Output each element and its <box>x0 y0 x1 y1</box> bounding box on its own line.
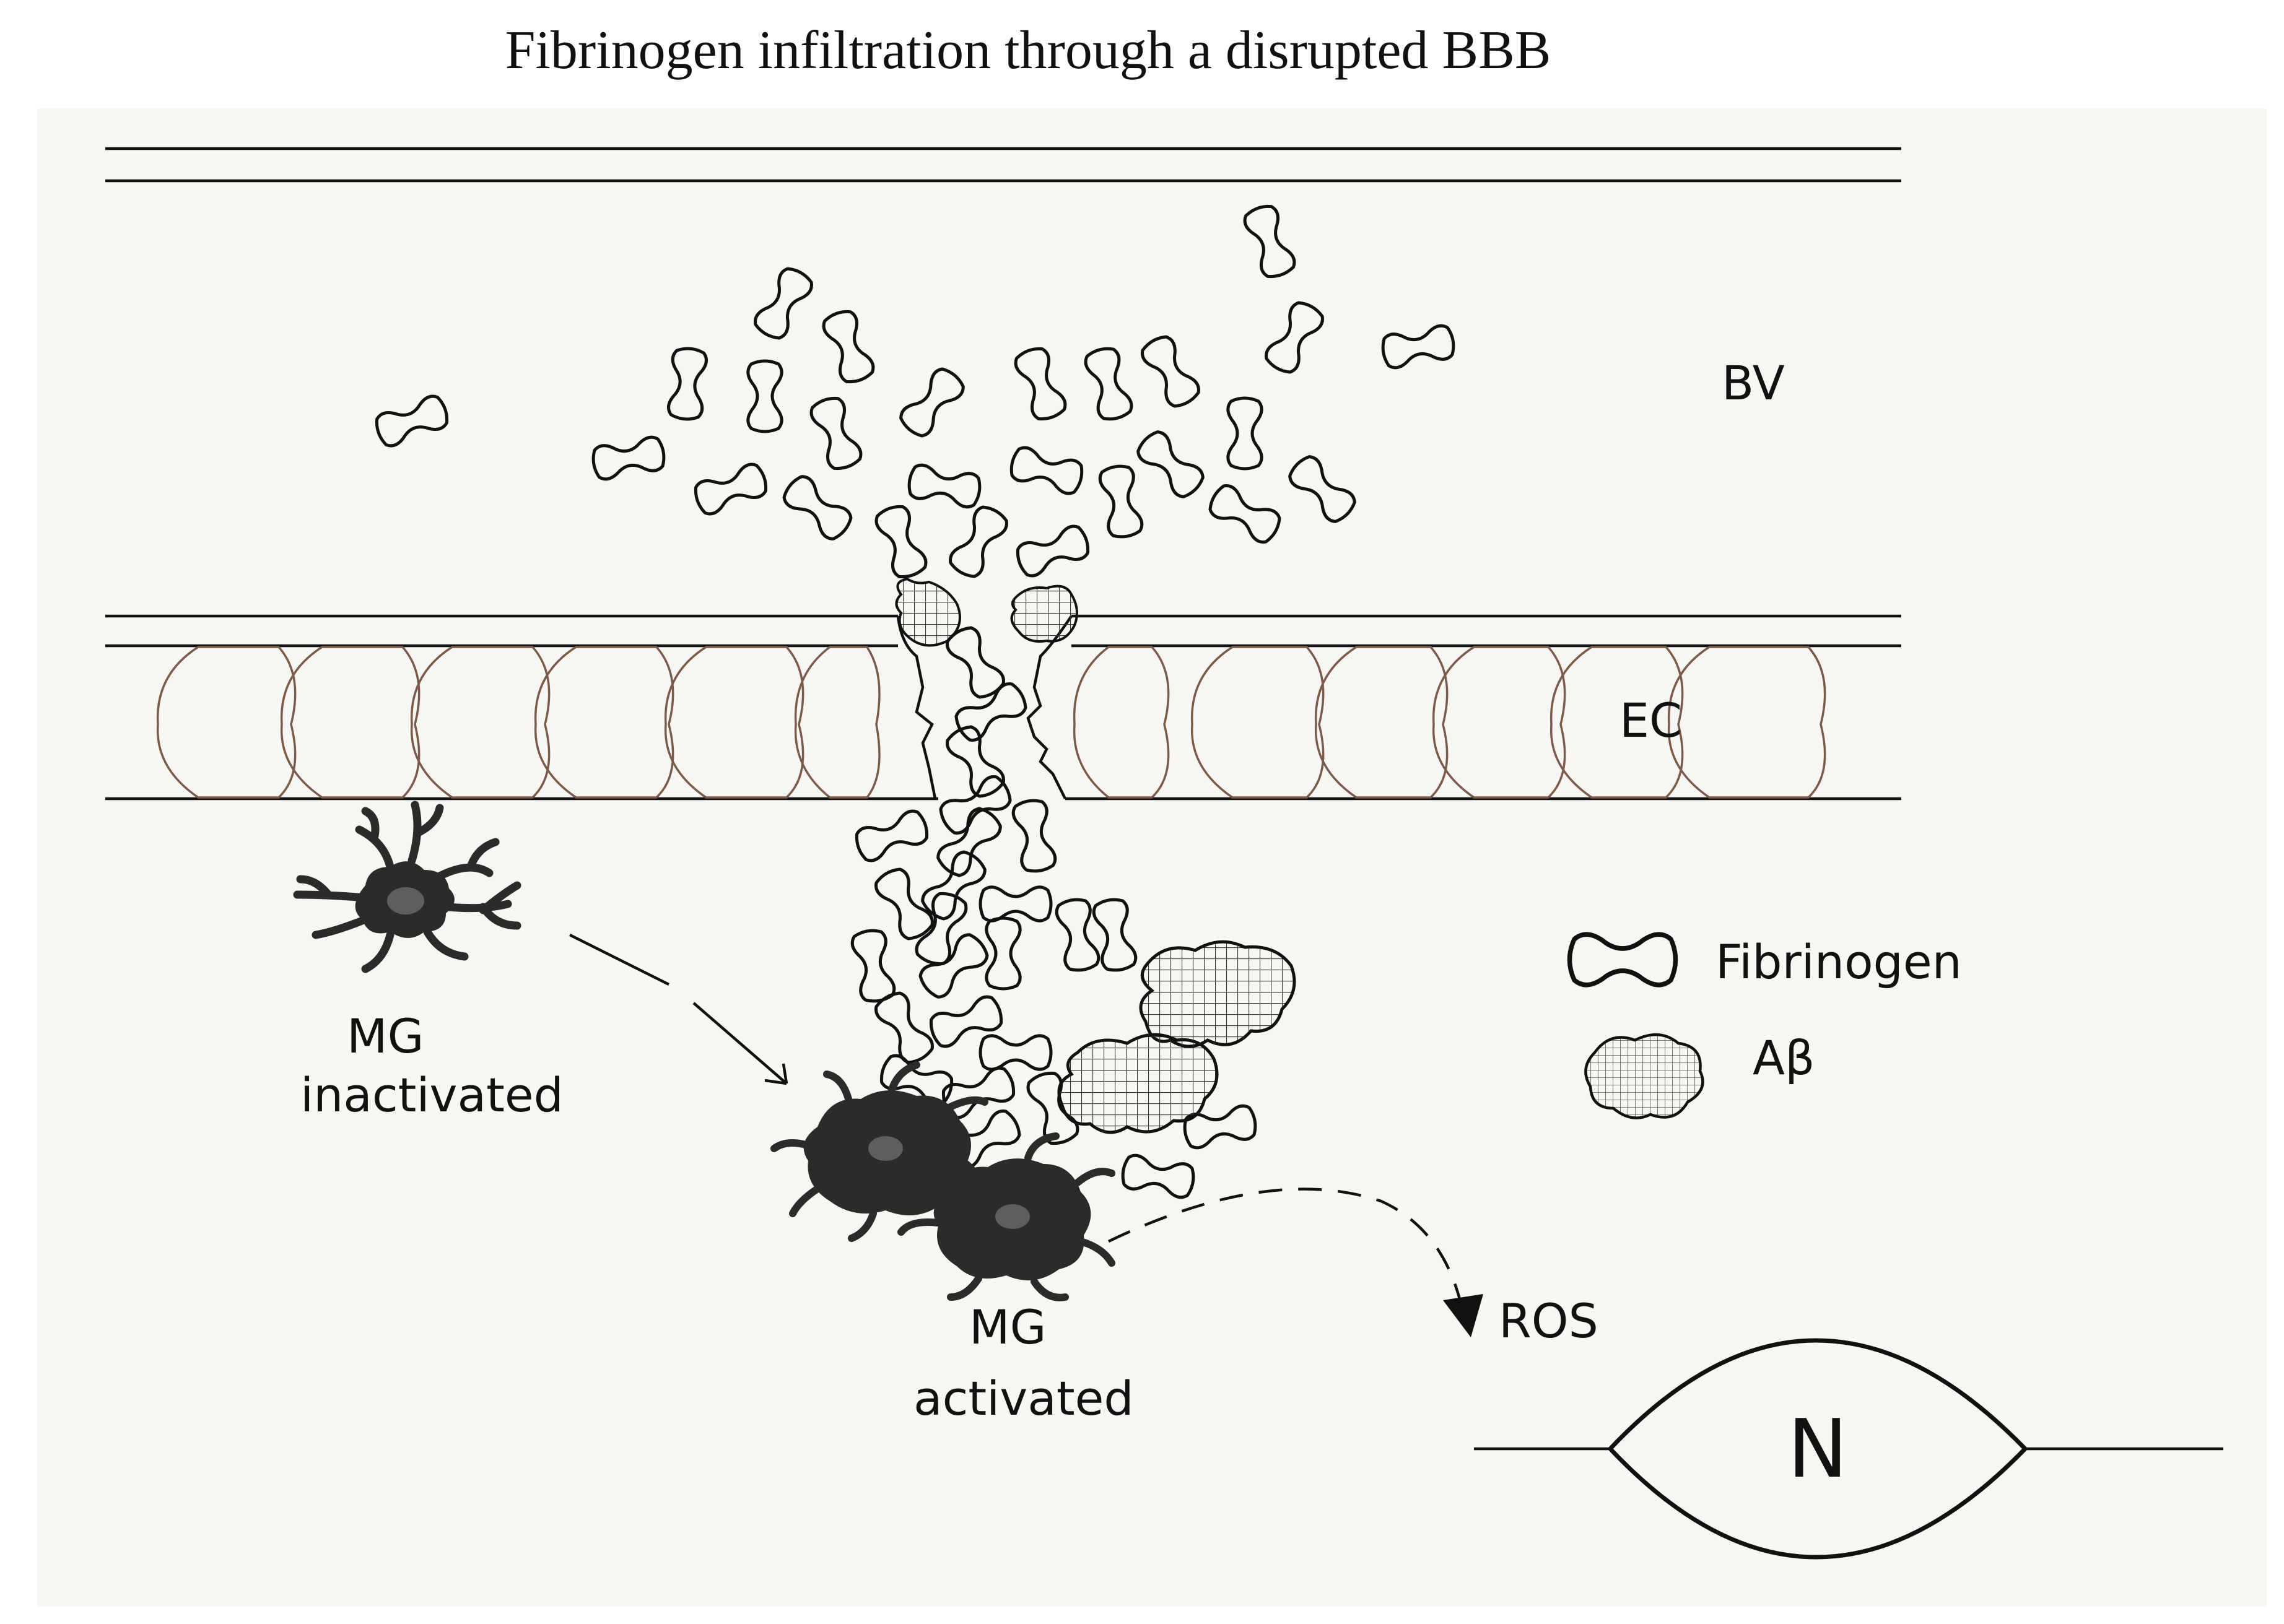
abeta-junction-left <box>895 577 961 647</box>
endothelial-cells-left <box>156 646 881 799</box>
microglia-activated-2 <box>897 1132 1115 1301</box>
label-mg-activated-1: MG <box>969 1300 1046 1355</box>
panel-background <box>37 108 2267 1607</box>
microglia-inactivated <box>293 801 521 973</box>
label-bv: BV <box>1722 355 1785 410</box>
legend-abeta-label: Aβ <box>1753 1030 1815 1085</box>
abeta-junction-right <box>1010 584 1078 643</box>
figure-title: Fibrinogen infiltration through a disrup… <box>505 20 1551 80</box>
label-mg-inactivated-2: inactivated <box>300 1067 564 1122</box>
activation-arrow <box>569 933 788 1085</box>
legend-abeta-icon <box>1584 1033 1704 1119</box>
legend-fibrinogen-label: Fibrinogen <box>1715 934 1962 989</box>
endothelial-cells-right <box>1073 646 1826 799</box>
label-neuron: N <box>1787 1402 1847 1496</box>
label-mg-inactivated-1: MG <box>347 1009 424 1064</box>
neuron <box>1474 1338 2223 1560</box>
microglia-activated-1 <box>770 1061 988 1242</box>
label-ec: EC <box>1619 693 1682 748</box>
ros-dashed-arrow <box>1108 1188 1483 1337</box>
label-ros: ROS <box>1499 1293 1598 1348</box>
legend: Fibrinogen Aβ <box>1570 934 1962 1119</box>
label-mg-activated-2: activated <box>913 1371 1134 1426</box>
abeta-aggregates <box>1057 940 1296 1134</box>
